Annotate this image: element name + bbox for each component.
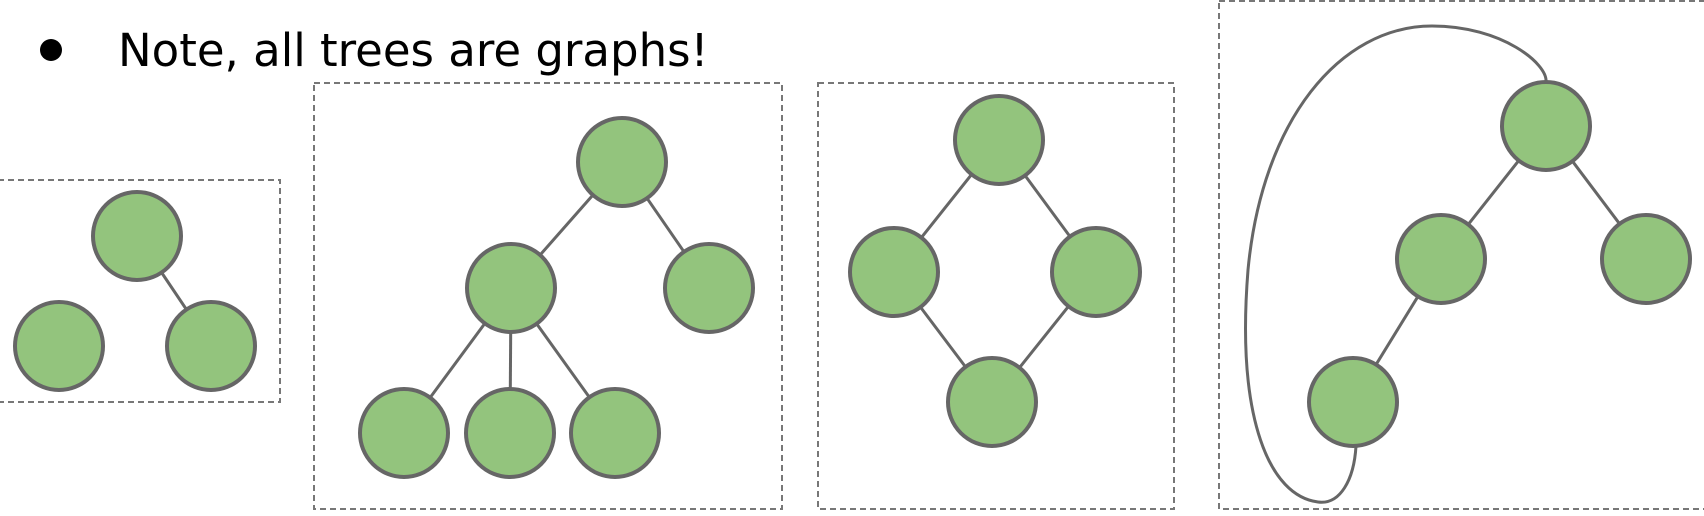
cyclic-graph-node-mid: [1395, 213, 1487, 305]
diamond-graph-frame: [817, 82, 1175, 510]
cyclic-graph-node-bottom: [1307, 356, 1399, 448]
cyclic-graph-edge-bottom-top: [1244, 24, 1548, 504]
small-tree: [0, 179, 281, 403]
diamond-graph: [817, 82, 1175, 510]
cyclic-graph-frame: [1218, 0, 1704, 510]
larger-tree-edge-root-mid: [538, 194, 595, 256]
larger-tree: [313, 82, 783, 510]
cyclic-graph-node-top: [1500, 80, 1592, 172]
small-tree-edge-a-c: [160, 271, 188, 311]
small-tree-node-a: [91, 190, 183, 282]
larger-tree-edge-mid-leaf-3: [535, 322, 591, 399]
diamond-graph-edge-top-right: [1023, 174, 1072, 238]
small-tree-node-b: [13, 300, 105, 392]
cyclic-graph-edge-top-mid: [1467, 159, 1520, 226]
cyclic-graph-edge-top-right: [1571, 160, 1621, 225]
bullet-line: Note, all trees are graphs!: [40, 18, 709, 82]
larger-tree-node-leaf-3: [569, 387, 661, 479]
cyclic-graph-edge-mid-bottom: [1374, 295, 1420, 366]
larger-tree-edge-mid-leaf-1: [428, 322, 487, 399]
larger-tree-node-root: [576, 116, 668, 208]
cyclic-graph-node-right: [1600, 213, 1692, 305]
note-text: Note, all trees are graphs!: [118, 23, 709, 77]
larger-tree-node-leaf-2: [464, 387, 556, 479]
small-tree-node-c: [165, 300, 257, 392]
larger-tree-node-right: [663, 242, 755, 334]
diamond-graph-edge-top-left: [920, 173, 973, 239]
diamond-graph-node-left: [848, 226, 940, 318]
larger-tree-node-mid: [465, 242, 557, 334]
small-tree-frame: [0, 179, 281, 403]
bullet-dot-icon: [40, 39, 62, 61]
larger-tree-frame: [313, 82, 783, 510]
diamond-graph-node-bottom: [946, 356, 1038, 448]
larger-tree-edge-root-right: [645, 197, 686, 253]
diamond-graph-edge-left-bottom: [919, 306, 967, 368]
diamond-graph-node-right: [1050, 226, 1142, 318]
cyclic-graph: [1218, 0, 1704, 510]
diamond-graph-node-top: [953, 94, 1045, 186]
diamond-graph-edge-right-bottom: [1018, 305, 1070, 369]
larger-tree-node-leaf-1: [358, 387, 450, 479]
